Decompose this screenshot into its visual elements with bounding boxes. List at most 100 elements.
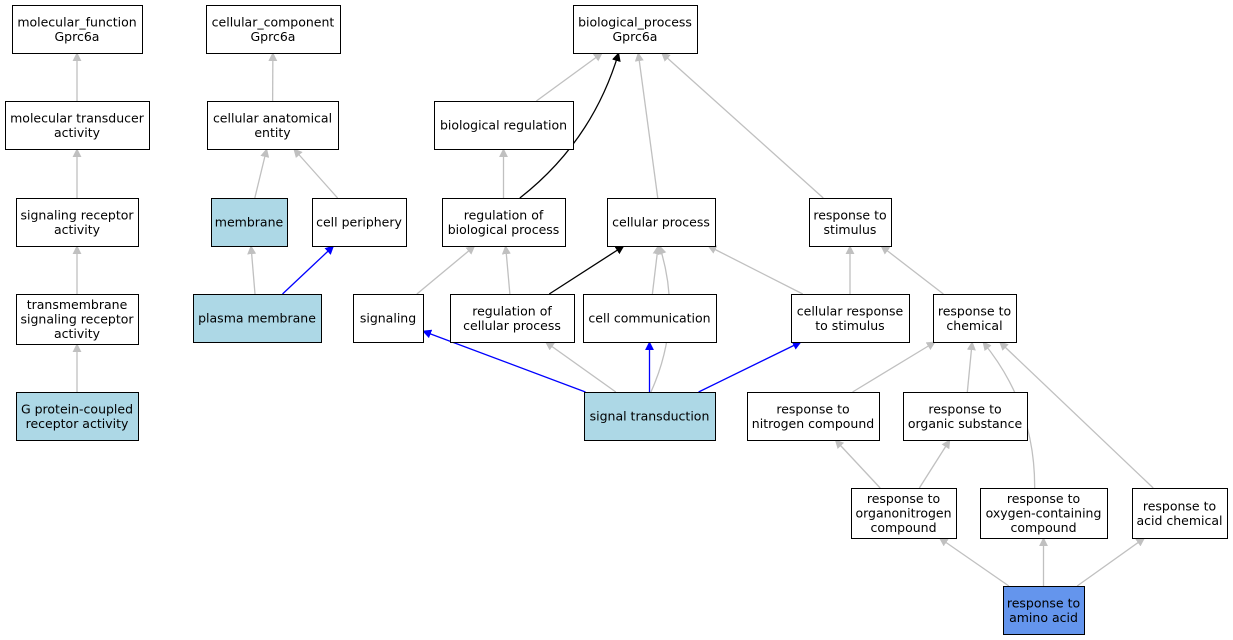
node-box[interactable] <box>791 294 910 343</box>
node-box[interactable] <box>12 5 143 54</box>
node-label-line: receptor activity <box>26 416 129 431</box>
node-breg[interactable]: biological regulation <box>434 101 574 150</box>
node-label-line: response to <box>867 491 940 506</box>
node-box[interactable] <box>206 5 341 54</box>
node-box[interactable] <box>193 294 322 343</box>
node-mem[interactable]: membrane <box>211 198 288 247</box>
node-label-line: cell periphery <box>316 215 402 230</box>
node-box[interactable] <box>851 488 957 539</box>
node-label-line: organic substance <box>908 416 1023 431</box>
node-label-line: oxygen-containing <box>986 506 1102 521</box>
edge-sig-to-rbp <box>416 245 476 295</box>
node-cp[interactable]: cell periphery <box>312 198 407 247</box>
edge-line <box>544 341 617 393</box>
node-box[interactable] <box>16 392 139 441</box>
node-label-line: Gprc6a <box>613 29 658 44</box>
node-label-line: cellular_component <box>212 14 335 29</box>
node-label-line: cellular anatomical <box>213 110 332 125</box>
node-label-line: plasma membrane <box>198 311 316 326</box>
edge-line <box>634 52 659 199</box>
edge-mem-to-cae <box>254 148 270 199</box>
node-box[interactable] <box>1132 488 1228 539</box>
node-label-line: response to <box>1007 491 1080 506</box>
node-label-line: organonitrogen <box>855 506 951 521</box>
node-label-line: chemical <box>946 318 1002 333</box>
node-st[interactable]: signal transduction <box>584 392 716 441</box>
node-label-line: transmembrane <box>27 297 128 312</box>
node-cpr[interactable]: cellular process <box>607 198 716 247</box>
node-box[interactable] <box>1003 586 1085 635</box>
node-ccom[interactable]: cell communication <box>583 294 717 343</box>
edge-line <box>282 245 335 295</box>
node-box[interactable] <box>607 198 716 247</box>
edge-breg-to-bp <box>535 52 603 102</box>
node-label-line: signaling receptor <box>20 207 134 222</box>
node-label-line: entity <box>254 125 291 140</box>
edge-line <box>834 439 881 489</box>
edge-line <box>501 245 511 295</box>
node-label-line: molecular_function <box>17 14 136 29</box>
node-box[interactable] <box>903 392 1028 441</box>
node-box[interactable] <box>809 198 892 247</box>
node-label-line: signaling receptor <box>20 312 134 327</box>
node-sig[interactable]: signaling <box>353 294 424 343</box>
node-pm[interactable]: plasma membrane <box>193 294 322 343</box>
node-box[interactable] <box>980 488 1108 539</box>
node-label-line: biological_process <box>578 14 692 29</box>
node-box[interactable] <box>16 198 139 247</box>
node-box[interactable] <box>584 392 716 441</box>
edge-line <box>698 341 802 393</box>
edge-rnc-to-rtc <box>852 341 936 393</box>
edge-line <box>247 245 257 295</box>
node-box[interactable] <box>583 294 717 343</box>
node-box[interactable] <box>312 198 407 247</box>
node-box[interactable] <box>933 294 1017 343</box>
node-label-line: stimulus <box>824 222 877 237</box>
node-label-line: cellular response <box>797 303 904 318</box>
node-box[interactable] <box>207 101 339 150</box>
edge-line <box>293 148 339 199</box>
node-box[interactable] <box>442 198 566 247</box>
edge-line <box>548 245 625 295</box>
edge-crs-to-cpr <box>707 245 804 295</box>
node-label-line: nitrogen compound <box>752 416 874 431</box>
node-label-line: compound <box>1010 520 1076 535</box>
node-box[interactable] <box>5 101 150 150</box>
node-label-line: response to <box>1143 498 1216 513</box>
node-box[interactable] <box>211 198 288 247</box>
edge-raa-to-ronc <box>938 537 1010 587</box>
node-box[interactable] <box>573 5 698 54</box>
node-box[interactable] <box>747 392 880 441</box>
node-box[interactable] <box>434 101 574 150</box>
edge-raa-to-rac <box>1076 537 1146 587</box>
edge-line <box>707 245 804 295</box>
edge-pm-to-mem <box>247 245 257 295</box>
node-box[interactable] <box>450 294 575 343</box>
node-label-line: regulation of <box>472 303 552 318</box>
node-box[interactable] <box>353 294 424 343</box>
edge-line <box>999 341 1154 489</box>
node-label-line: biological process <box>448 222 560 237</box>
edge-line <box>966 341 976 393</box>
node-box[interactable] <box>16 294 139 345</box>
